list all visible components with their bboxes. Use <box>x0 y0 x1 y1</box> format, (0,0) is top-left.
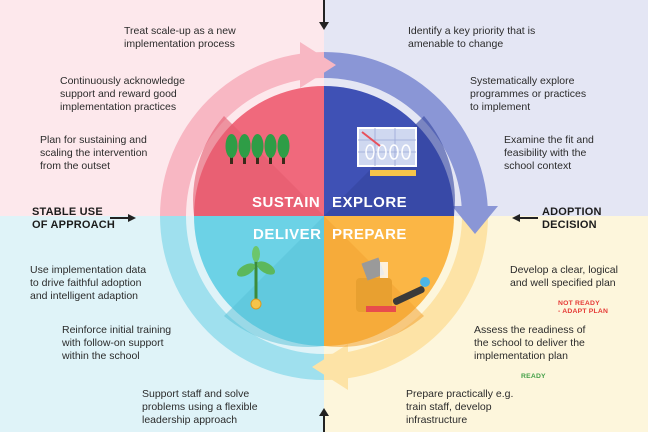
stable-use-arrow <box>110 214 136 222</box>
prepare-ring-arrowhead <box>312 344 348 390</box>
prepare-label: PREPARE <box>332 226 407 243</box>
trees-icon <box>225 134 290 164</box>
top-arrow <box>319 0 329 30</box>
sustain-label: SUSTAIN <box>252 194 321 211</box>
prepare-step: Prepare practically e.g.train staff, dev… <box>406 388 514 426</box>
blueprint-icon <box>357 127 417 176</box>
deliver-ring <box>160 216 324 380</box>
ready-label: READY <box>521 373 546 380</box>
adoption-decision-arrow <box>512 214 538 222</box>
deliver-label: DELIVER <box>253 226 322 243</box>
explore-ring <box>324 52 488 216</box>
bottom-arrow <box>319 408 329 432</box>
not-ready-label: NOT READY- ADAPT PLAN <box>558 300 609 315</box>
tools-icon <box>356 257 430 312</box>
deliver-shadow <box>224 216 324 347</box>
sustain-ring-arrowhead <box>300 42 336 88</box>
explore-label: EXPLORE <box>332 194 408 211</box>
sprout-icon <box>236 246 276 310</box>
sustain-shadow <box>193 116 324 216</box>
explore-ring-arrowhead <box>452 206 498 234</box>
